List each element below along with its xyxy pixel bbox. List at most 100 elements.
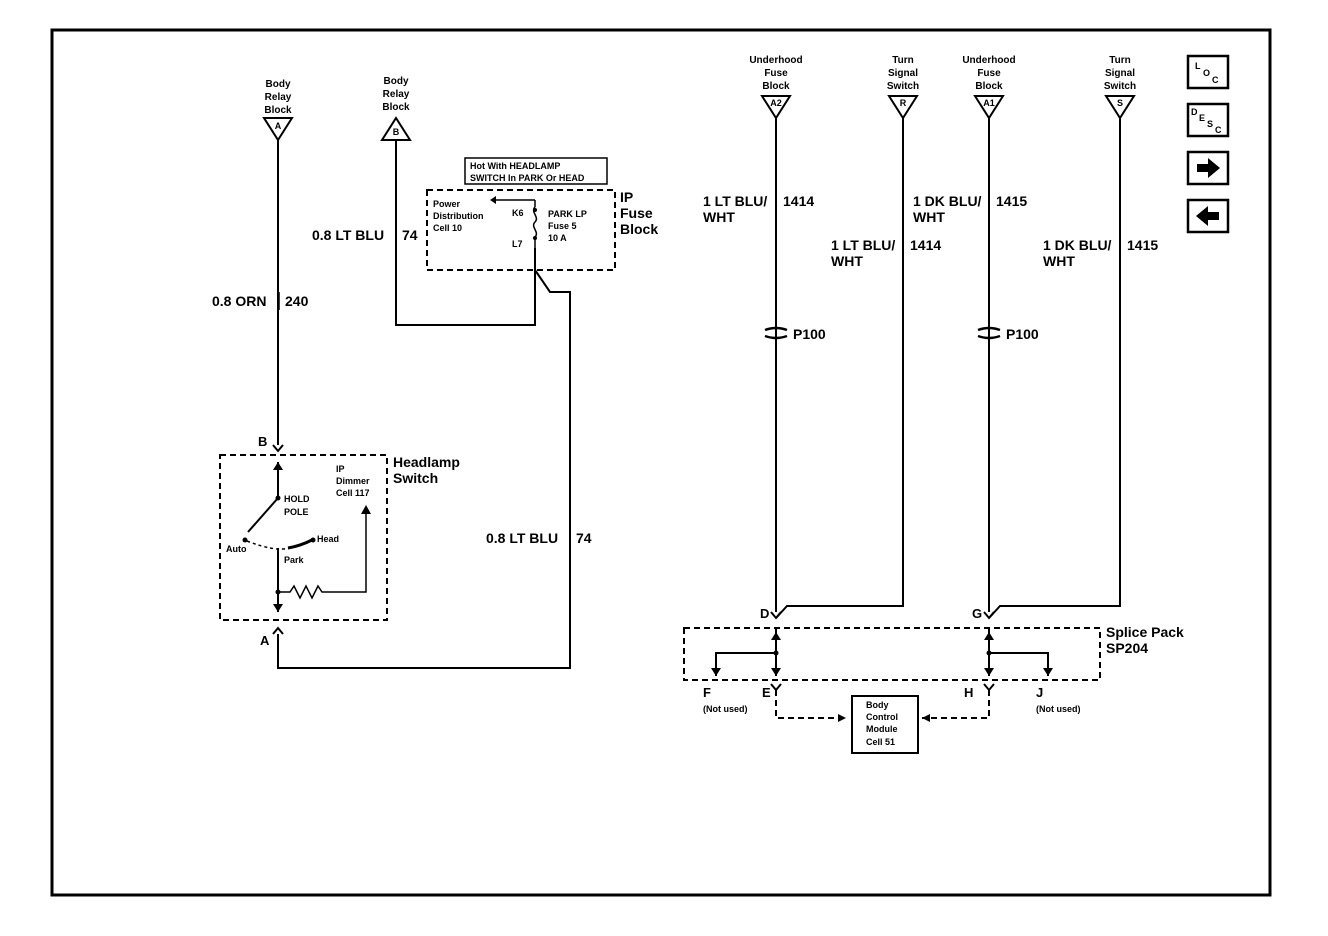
ip-fuse-block-label: IP Fuse Block	[620, 189, 658, 237]
headlamp-switch-label: Headlamp Switch	[393, 454, 460, 486]
svg-text:WHT: WHT	[913, 209, 945, 225]
arrow-left-icon	[1196, 206, 1219, 226]
turn-signal-switch-r: Turn Signal Switch R	[887, 55, 919, 120]
desc-button[interactable]: D E S C	[1186, 102, 1230, 138]
svg-text:Headlamp: Headlamp	[393, 454, 460, 470]
svg-text:Hot With HEADLAMP: Hot With HEADLAMP	[470, 161, 560, 171]
svg-text:Turn: Turn	[892, 55, 913, 66]
pin-e: E	[762, 685, 771, 700]
splice-pack-label: Splice Pack SP204	[1106, 624, 1184, 656]
headlamp-switch-box	[219, 454, 388, 621]
svg-text:D: D	[1191, 107, 1198, 117]
headlamp-switch-internal: HOLD POLE Auto Head Park IP Dimmer Cell …	[226, 462, 371, 612]
svg-text:Body: Body	[384, 76, 409, 87]
svg-text:Block: Block	[975, 81, 1003, 92]
svg-text:C: C	[1212, 75, 1219, 85]
svg-text:Fuse: Fuse	[977, 68, 1001, 79]
svg-text:Relay: Relay	[265, 92, 292, 103]
wire-1414-b	[775, 118, 904, 619]
svg-text:1414: 1414	[783, 193, 814, 209]
wire-240-circuit: 240	[285, 293, 309, 309]
svg-text:Module: Module	[866, 724, 898, 734]
wire-1414-b-label: 1 LT BLU/ WHT 1414	[831, 237, 941, 269]
svg-text:Dimmer: Dimmer	[336, 476, 370, 486]
ip-fuse-block-box	[426, 189, 616, 271]
svg-text:1 DK BLU/: 1 DK BLU/	[913, 193, 982, 209]
bcm-link-right	[922, 690, 990, 719]
svg-text:Relay: Relay	[383, 89, 410, 100]
pin-f-not-used: (Not used)	[703, 704, 748, 714]
svg-text:Block: Block	[620, 221, 658, 237]
wire-74-top	[395, 140, 536, 326]
svg-text:Turn: Turn	[1109, 55, 1130, 66]
pin-g: G	[972, 606, 982, 621]
svg-text:Switch: Switch	[887, 81, 919, 92]
bcm-link-left	[775, 690, 846, 719]
pin-j: J	[1036, 685, 1043, 700]
svg-text:POLE: POLE	[284, 507, 309, 517]
svg-text:WHT: WHT	[831, 253, 863, 269]
svg-text:1 DK BLU/: 1 DK BLU/	[1043, 237, 1112, 253]
turn-signal-switch-s: Turn Signal Switch S	[1104, 55, 1136, 120]
svg-text:Switch: Switch	[1104, 81, 1136, 92]
wire-74-right-circuit: 74	[576, 530, 592, 546]
svg-text:Control: Control	[866, 712, 898, 722]
svg-text:Cell 51: Cell 51	[866, 737, 895, 747]
svg-text:Fuse: Fuse	[620, 205, 653, 221]
prev-button[interactable]	[1186, 198, 1230, 234]
splice-pack-box	[683, 627, 1101, 681]
svg-text:R: R	[900, 98, 907, 108]
svg-text:IP: IP	[620, 189, 633, 205]
svg-text:1414: 1414	[910, 237, 941, 253]
svg-text:Switch: Switch	[393, 470, 438, 486]
svg-text:IP: IP	[336, 464, 345, 474]
svg-text:Signal: Signal	[888, 68, 918, 79]
svg-text:Underhood: Underhood	[749, 55, 802, 66]
power-distribution-label: Power Distribution Cell 10	[433, 199, 484, 233]
diagram-frame	[50, 28, 1272, 897]
svg-text:A: A	[275, 121, 282, 131]
hot-with-label: Hot With HEADLAMP SWITCH In PARK Or HEAD	[464, 157, 608, 185]
body-relay-block-b: Body Relay Block B	[380, 76, 412, 141]
svg-text:P100: P100	[1006, 326, 1039, 342]
connector-p100-b: P100	[977, 326, 1039, 342]
connector-p100-a: P100	[764, 326, 826, 342]
svg-text:Body: Body	[866, 700, 889, 710]
headlamp-switch-pin-a: A	[260, 633, 270, 648]
svg-text:Block: Block	[382, 102, 410, 113]
pin-f: F	[703, 685, 711, 700]
wire-1415-b-label: 1 DK BLU/ WHT 1415	[1043, 237, 1158, 269]
svg-text:A2: A2	[770, 98, 782, 108]
svg-text:Body: Body	[266, 79, 291, 90]
svg-text:1 LT BLU/: 1 LT BLU/	[703, 193, 767, 209]
svg-text:Block: Block	[762, 81, 790, 92]
svg-text:Head: Head	[317, 534, 339, 544]
svg-text:10 A: 10 A	[548, 233, 567, 243]
svg-text:1415: 1415	[996, 193, 1027, 209]
wire-74-right-label: 0.8 LT BLU	[486, 530, 558, 546]
svg-text:WHT: WHT	[1043, 253, 1075, 269]
loc-button[interactable]: L O C	[1186, 54, 1230, 90]
headlamp-switch-pin-b: B	[258, 434, 267, 449]
svg-text:A1: A1	[983, 98, 995, 108]
next-button[interactable]	[1186, 150, 1230, 186]
park-lp-fuse: K6 L7 PARK LP Fuse 5 10 A	[490, 196, 587, 249]
svg-text:E: E	[1199, 113, 1205, 123]
wire-1415-a-label: 1 DK BLU/ WHT 1415	[913, 193, 1027, 225]
svg-text:PARK LP: PARK LP	[548, 209, 587, 219]
svg-text:1 LT BLU/: 1 LT BLU/	[831, 237, 895, 253]
svg-text:L: L	[1195, 61, 1201, 71]
svg-text:S: S	[1207, 119, 1213, 129]
svg-text:SWITCH In PARK Or HEAD: SWITCH In PARK Or HEAD	[470, 173, 585, 183]
wire-74-top-label: 0.8 LT BLU	[312, 227, 384, 243]
svg-text:Block: Block	[264, 105, 292, 116]
pin-j-not-used: (Not used)	[1036, 704, 1081, 714]
svg-text:1415: 1415	[1127, 237, 1158, 253]
svg-text:WHT: WHT	[703, 209, 735, 225]
arrow-right-icon	[1197, 158, 1220, 178]
svg-text:Power: Power	[433, 199, 461, 209]
svg-text:Splice Pack: Splice Pack	[1106, 624, 1184, 640]
svg-text:S: S	[1117, 98, 1123, 108]
body-control-module: Body Control Module Cell 51	[851, 695, 919, 754]
